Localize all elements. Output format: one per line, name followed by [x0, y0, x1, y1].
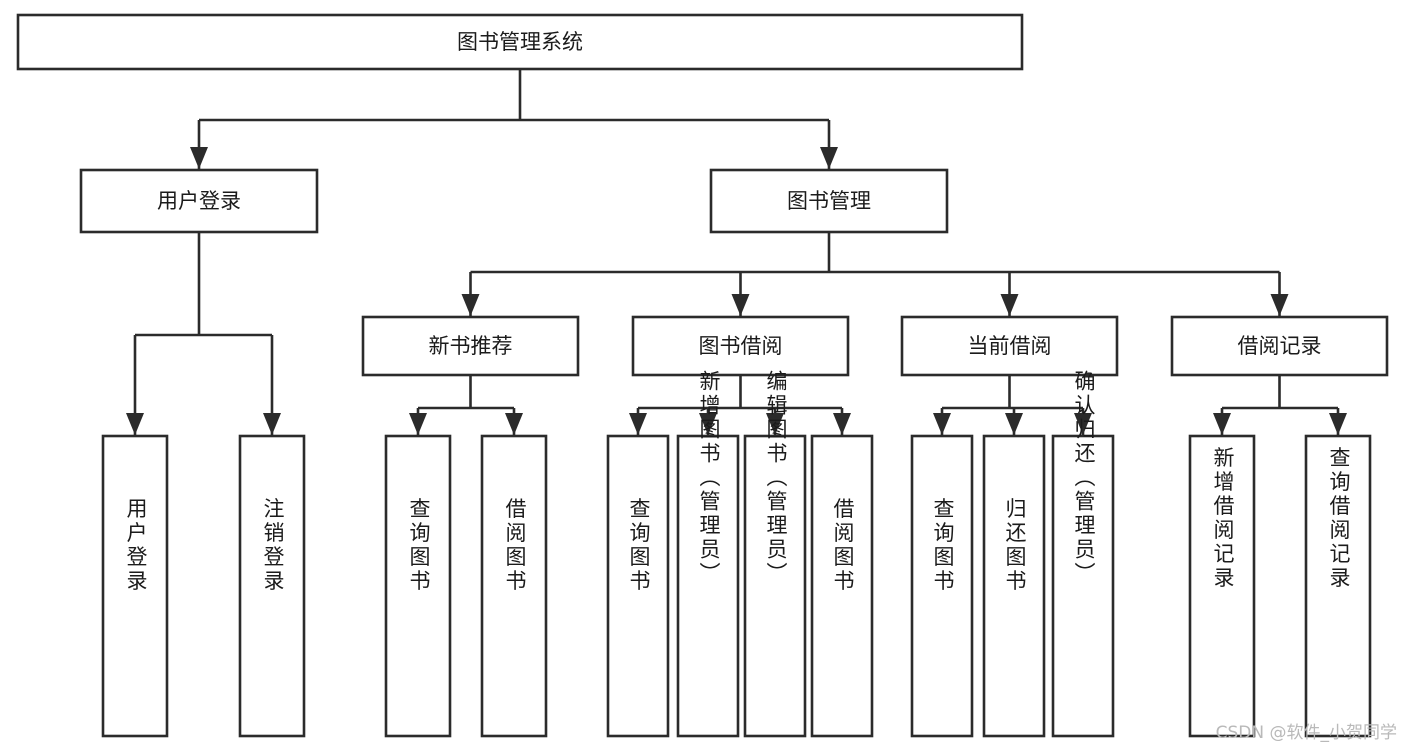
- node-box: [676, 434, 740, 738]
- node-label: 用户登录: [157, 189, 241, 213]
- node-leaf-user-logout[interactable]: 注销登录: [238, 434, 306, 738]
- node-box: [238, 434, 306, 738]
- node-label: 借阅图书: [831, 498, 855, 594]
- node-leaf-borrow-query-book[interactable]: 查询图书: [606, 434, 670, 738]
- arrow-head-icon: [731, 294, 750, 316]
- arrow-head-icon: [1329, 413, 1347, 435]
- node-leaf-record-add[interactable]: 新增借阅记录: [1188, 434, 1256, 738]
- node-label: 用户登录: [124, 498, 148, 594]
- arrow-head-icon: [190, 147, 208, 169]
- node-box: [361, 315, 580, 377]
- node-box: [900, 315, 1119, 377]
- node-label: 归还图书: [1003, 498, 1027, 594]
- node-leaf-current-confirm-return[interactable]: 确认归还（管理员）: [1051, 370, 1115, 738]
- node-leaf-borrow-edit-book[interactable]: 编辑图书（管理员）: [743, 370, 807, 738]
- node-box: [743, 434, 807, 738]
- node-root[interactable]: 图书管理系统: [16, 13, 1024, 71]
- node-box: [709, 168, 949, 234]
- arrow-head-icon: [505, 413, 523, 435]
- arrow-head-icon: [933, 413, 951, 435]
- node-label: 借阅图书: [503, 498, 527, 594]
- node-leaf-current-query-book[interactable]: 查询图书: [910, 434, 974, 738]
- node-book-borrow[interactable]: 图书借阅: [631, 315, 850, 377]
- node-current-borrow[interactable]: 当前借阅: [900, 315, 1119, 377]
- node-leaf-user-login[interactable]: 用户登录: [101, 434, 169, 738]
- node-label: 新增图书（管理员）: [697, 370, 721, 586]
- node-leaf-borrow-borrow-book[interactable]: 借阅图书: [810, 434, 874, 738]
- node-box: [1170, 315, 1389, 377]
- node-leaf-recommend-query-book[interactable]: 查询图书: [384, 434, 452, 738]
- node-label: 借阅记录: [1238, 334, 1322, 358]
- arrow-head-icon: [126, 413, 144, 435]
- node-label: 编辑图书（管理员）: [764, 370, 788, 586]
- node-leaf-current-return-book[interactable]: 归还图书: [982, 434, 1046, 738]
- arrow-head-icon: [766, 413, 784, 435]
- node-box: [79, 168, 319, 234]
- node-label: 确认归还（管理员）: [1072, 370, 1096, 586]
- node-leaf-record-query[interactable]: 查询借阅记录: [1304, 434, 1372, 738]
- node-label: 当前借阅: [968, 334, 1052, 358]
- arrow-head-icon: [1000, 294, 1019, 316]
- node-label: 新增借阅记录: [1211, 447, 1235, 591]
- node-box: [631, 315, 850, 377]
- arrow-head-icon: [461, 294, 480, 316]
- node-box: [1051, 434, 1115, 738]
- node-box: [910, 434, 974, 738]
- node-box: [606, 434, 670, 738]
- arrow-head-icon: [629, 413, 647, 435]
- node-borrow-record[interactable]: 借阅记录: [1170, 315, 1389, 377]
- node-label: 查询借阅记录: [1327, 447, 1351, 591]
- node-box: [810, 434, 874, 738]
- node-box: [384, 434, 452, 738]
- node-label: 注销登录: [261, 498, 285, 594]
- arrow-head-icon: [833, 413, 851, 435]
- node-label: 图书借阅: [699, 334, 783, 358]
- arrow-head-icon: [1213, 413, 1231, 435]
- arrow-head-icon: [409, 413, 427, 435]
- nodes-layer: 图书管理系统用户登录图书管理新书推荐图书借阅当前借阅借阅记录用户登录注销登录查询…: [16, 13, 1389, 738]
- node-box: [480, 434, 548, 738]
- node-box: [16, 13, 1024, 71]
- arrow-head-icon: [263, 413, 281, 435]
- node-box: [982, 434, 1046, 738]
- arrow-head-icon: [1074, 413, 1092, 435]
- node-label: 查询图书: [627, 498, 651, 594]
- node-label: 新书推荐: [429, 334, 513, 358]
- arrow-head-icon: [699, 413, 717, 435]
- connectors-layer: [126, 69, 1347, 435]
- node-leaf-borrow-add-book[interactable]: 新增图书（管理员）: [676, 370, 740, 738]
- arrow-head-icon: [1270, 294, 1289, 316]
- arrow-head-icon: [820, 147, 838, 169]
- node-box: [1188, 434, 1256, 738]
- node-label: 查询图书: [931, 498, 955, 594]
- node-new-book-recommend[interactable]: 新书推荐: [361, 315, 580, 377]
- node-box: [101, 434, 169, 738]
- arrow-head-icon: [1005, 413, 1023, 435]
- node-book-manage[interactable]: 图书管理: [709, 168, 949, 234]
- node-user-login[interactable]: 用户登录: [79, 168, 319, 234]
- node-box: [1304, 434, 1372, 738]
- node-leaf-recommend-borrow-book[interactable]: 借阅图书: [480, 434, 548, 738]
- node-label: 图书管理: [787, 189, 871, 213]
- node-label: 查询图书: [407, 498, 431, 594]
- node-label: 图书管理系统: [457, 30, 583, 54]
- watermark-text: CSDN @软件_小贺同学: [1215, 723, 1397, 743]
